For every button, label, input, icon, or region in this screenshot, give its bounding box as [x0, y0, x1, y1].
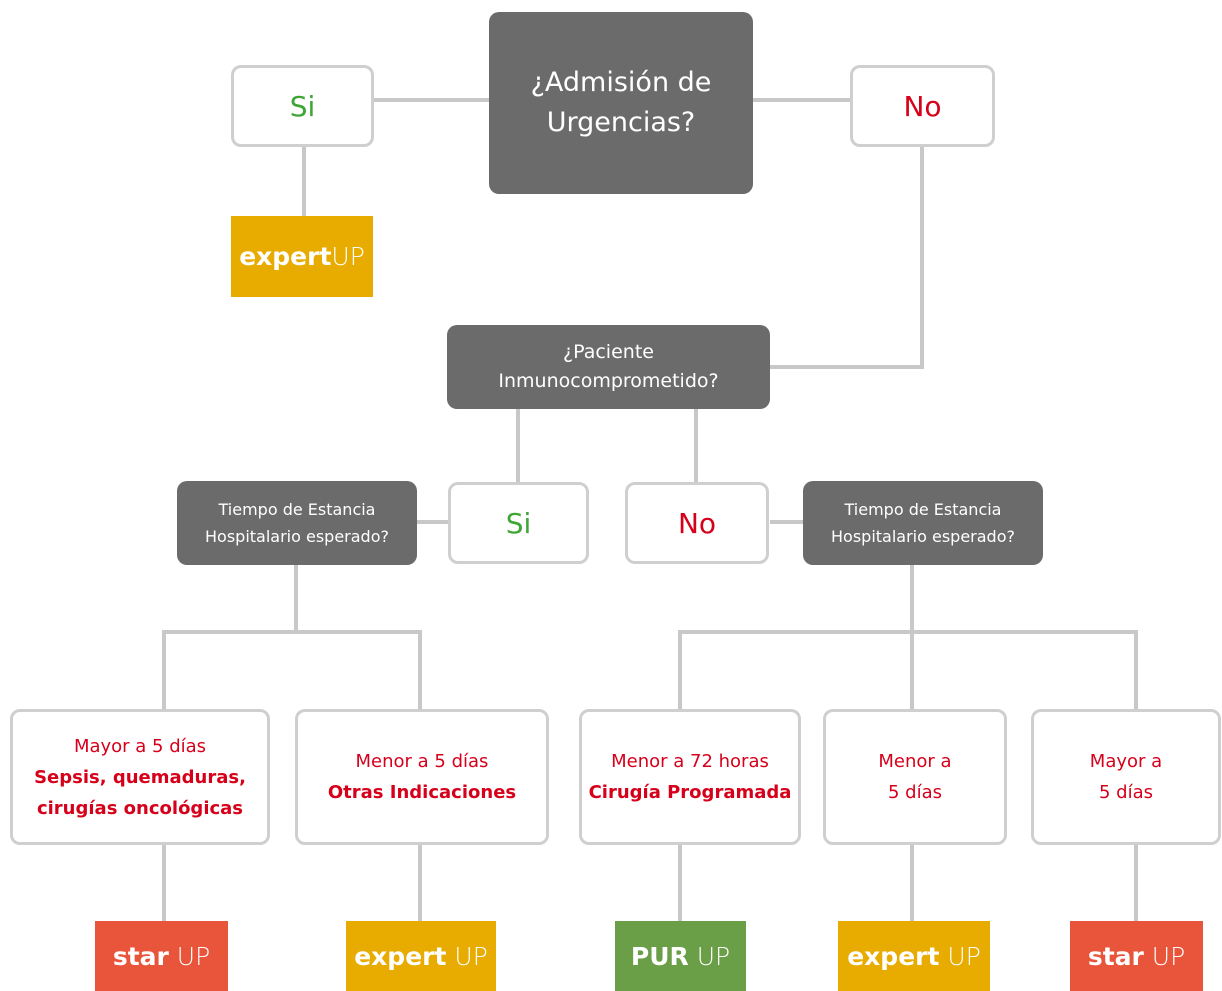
brand-light: UP [176, 941, 211, 971]
option-line-1: Mayor a [1089, 751, 1163, 772]
result-starup-left: star UP [95, 921, 228, 991]
connector [302, 145, 306, 217]
question-line-2: Hospitalario esperado? [831, 527, 1015, 546]
option-line-1: Mayor a 5 días [73, 735, 207, 757]
connector [752, 98, 852, 102]
connector [678, 843, 682, 921]
brand-light: UP [1151, 941, 1186, 971]
connector [694, 407, 698, 483]
brand-bold: expert [354, 941, 447, 971]
connector [162, 630, 166, 710]
connector [418, 630, 422, 710]
result-expertup-mid-right: expert UP [838, 921, 990, 991]
connector [294, 564, 298, 630]
option-line-1: Menor a 72 horas [611, 751, 769, 772]
brand-light: UP [947, 941, 981, 971]
connector [162, 630, 422, 634]
result-expertup-mid-left: expert UP [346, 921, 496, 991]
connector [416, 520, 449, 524]
option-line-3: cirugías oncológicas [36, 797, 244, 819]
question-line-1: ¿Paciente [563, 341, 654, 363]
connector [418, 843, 422, 921]
option-line-2: 5 días [1098, 782, 1153, 803]
question-paciente-inmunocomprometido: ¿Paciente Inmunocomprometido? [447, 325, 770, 409]
brand-bold: expert [239, 242, 332, 271]
answer-label: Si [505, 506, 532, 540]
question-line-2: Inmunocomprometido? [498, 370, 719, 392]
question-line-2: Urgencias? [546, 107, 696, 138]
question-line-1: Tiempo de Estancia [218, 500, 376, 519]
option-menor-72-horas: Menor a 72 horas Cirugía Programada [579, 709, 801, 845]
connector [770, 520, 803, 524]
option-mayor-5-dias-sepsis: Mayor a 5 días Sepsis, quemaduras, cirug… [10, 709, 270, 845]
question-tiempo-estancia-right: Tiempo de Estancia Hospitalario esperado… [803, 481, 1043, 565]
question-line-1: ¿Admisión de [530, 67, 712, 98]
question-line-2: Hospitalario esperado? [205, 527, 389, 546]
answer-label: Si [289, 89, 316, 123]
brand-bold: star [1087, 941, 1144, 971]
brand-light: UP [331, 242, 365, 271]
option-line-2: 5 días [887, 782, 942, 803]
brand-bold: star [112, 941, 169, 971]
answer-si-inmuno: Si [448, 482, 589, 564]
connector [162, 843, 166, 921]
option-line-2: Cirugía Programada [588, 782, 792, 803]
result-starup-right: star UP [1070, 921, 1203, 991]
connector [920, 145, 924, 367]
brand-bold: PUR [630, 941, 689, 971]
connector [910, 843, 914, 921]
answer-label: No [677, 506, 717, 540]
option-menor-5-dias: Menor a 5 días [823, 709, 1007, 845]
result-purup: PUR UP [615, 921, 746, 991]
connector [678, 630, 682, 710]
option-line-1: Menor a 5 días [355, 751, 489, 772]
brand-light: UP [696, 941, 731, 971]
connector [372, 98, 490, 102]
option-line-2: Sepsis, quemaduras, [34, 766, 246, 788]
connector [1134, 843, 1138, 921]
connector [678, 630, 1138, 634]
connector [910, 564, 914, 710]
answer-no-urgencias: No [850, 65, 995, 147]
option-line-1: Menor a [878, 751, 952, 772]
answer-no-inmuno: No [625, 482, 769, 564]
question-tiempo-estancia-left: Tiempo de Estancia Hospitalario esperado… [177, 481, 417, 565]
option-mayor-5-dias: Mayor a 5 días [1031, 709, 1221, 845]
connector [768, 365, 924, 369]
connector [1134, 630, 1138, 710]
question-line-1: Tiempo de Estancia [844, 500, 1002, 519]
answer-label: No [903, 89, 942, 123]
option-menor-5-dias-otras: Menor a 5 días Otras Indicaciones [295, 709, 549, 845]
question-admision-urgencias: ¿Admisión de Urgencias? [489, 12, 753, 194]
brand-light: UP [454, 941, 488, 971]
brand-bold: expert [847, 941, 940, 971]
connector [516, 407, 520, 483]
answer-si-urgencias: Si [231, 65, 374, 147]
option-line-2: Otras Indicaciones [327, 782, 517, 803]
